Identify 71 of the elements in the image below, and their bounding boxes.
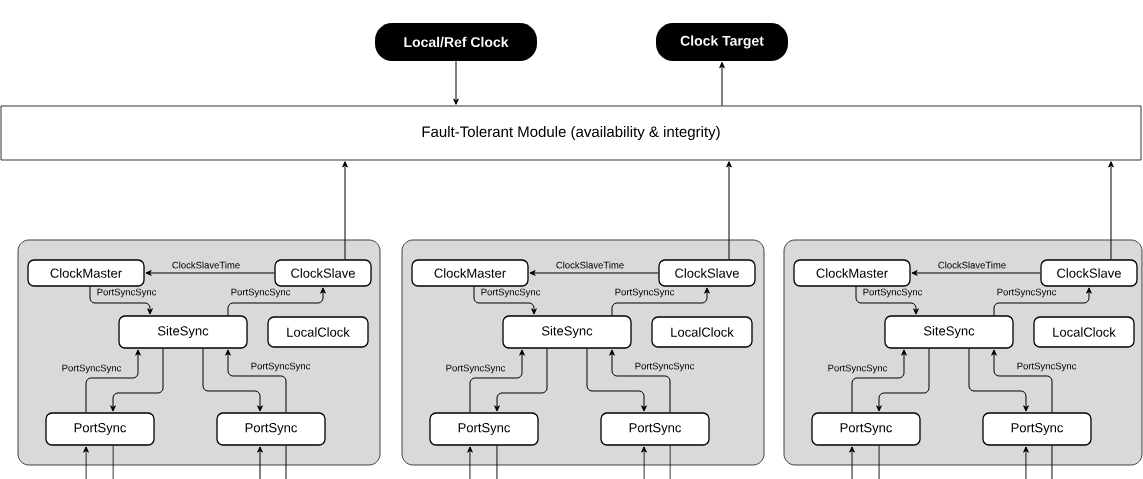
edge-label: ClockSlaveTime xyxy=(937,261,1007,269)
arrow xyxy=(342,161,348,260)
arrow xyxy=(110,348,164,412)
process-box: ClockMaster xyxy=(793,259,911,287)
arrow xyxy=(257,446,263,479)
process-box: SiteSync xyxy=(118,315,248,349)
edge-label: PortSyncSync xyxy=(827,364,888,374)
arrow xyxy=(453,60,459,105)
process-box: LocalClock xyxy=(651,316,753,348)
arrow xyxy=(467,446,473,479)
edge-label: ClockSlaveTime xyxy=(555,261,625,269)
process-box: PortSync xyxy=(811,412,921,446)
arrow xyxy=(529,270,659,276)
process-box: PortSync xyxy=(429,412,539,446)
arrow xyxy=(202,348,263,412)
arrow xyxy=(968,348,1029,412)
edge-label: PortSyncSync xyxy=(480,288,541,298)
arrow xyxy=(849,446,855,479)
edge-label: PortSyncSync xyxy=(61,364,122,374)
arrow xyxy=(1023,446,1029,479)
edge-label: PortSyncSync xyxy=(996,288,1057,298)
edge-label: PortSyncSync xyxy=(1016,362,1077,372)
process-box: ClockSlave xyxy=(658,259,756,287)
edge-label: ClockSlaveTime xyxy=(171,261,241,269)
arrow xyxy=(726,161,732,260)
process-box: ClockSlave xyxy=(1040,259,1138,287)
arrow xyxy=(641,446,647,479)
edge-label: PortSyncSync xyxy=(445,364,506,374)
arrow xyxy=(911,270,1041,276)
arrow xyxy=(876,348,930,412)
process-box: PortSync xyxy=(600,412,710,446)
terminal-pill: Local/Ref Clock xyxy=(375,23,537,61)
arrow xyxy=(851,349,907,413)
edge-label: PortSyncSync xyxy=(614,288,675,298)
arrow xyxy=(1108,161,1114,260)
process-box: PortSync xyxy=(45,412,155,446)
connector-line xyxy=(1051,445,1053,479)
arrow xyxy=(473,286,537,315)
process-box: ClockSlave xyxy=(274,259,372,287)
arrow xyxy=(609,349,671,413)
arrow xyxy=(855,286,919,315)
edge-label: PortSyncSync xyxy=(230,288,291,298)
edge-label: PortSyncSync xyxy=(96,288,157,298)
arrow xyxy=(145,270,275,276)
edge-label: PortSyncSync xyxy=(862,288,923,298)
arrow xyxy=(469,349,525,413)
process-box: LocalClock xyxy=(1033,316,1135,348)
connector-line xyxy=(669,445,671,479)
process-box: PortSync xyxy=(982,412,1092,446)
arrow xyxy=(85,349,141,413)
process-box: ClockMaster xyxy=(27,259,145,287)
process-box: SiteSync xyxy=(502,315,632,349)
process-box: LocalClock xyxy=(267,316,369,348)
module-band: Fault-Tolerant Module (availability & integrity) xyxy=(0,105,1142,161)
arrow xyxy=(83,446,89,479)
arrow xyxy=(719,61,725,107)
arrow xyxy=(586,348,647,412)
terminal-pill: Clock Target xyxy=(656,23,788,61)
arrow xyxy=(991,349,1053,413)
connector-line xyxy=(112,445,114,479)
process-box: ClockMaster xyxy=(411,259,529,287)
arrow xyxy=(225,349,287,413)
connector-line xyxy=(285,445,287,479)
process-box: SiteSync xyxy=(884,315,1014,349)
edge-label: PortSyncSync xyxy=(634,362,695,372)
connector-line xyxy=(878,445,880,479)
arrow xyxy=(494,348,548,412)
arrow xyxy=(89,286,153,315)
connector-line xyxy=(496,445,498,479)
edge-label: PortSyncSync xyxy=(250,362,311,372)
process-box: PortSync xyxy=(216,412,326,446)
